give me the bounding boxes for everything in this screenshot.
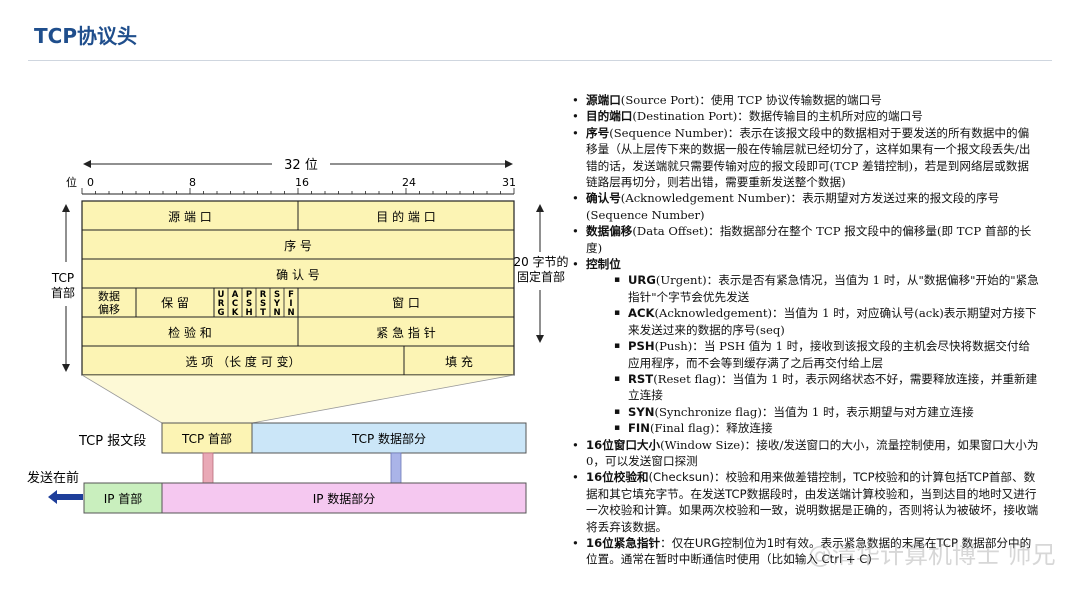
tcp-segment-header-box [161,422,253,454]
field-checksum: 检 验 和 [168,325,212,340]
field-source-port: 源 端 口 [168,210,212,224]
send-direction-arrow [48,490,83,504]
field-padding: 填 充 [445,354,473,369]
field-ack-number: 确 认 号 [276,268,320,282]
width-label: 32 位 [284,158,318,173]
tcp-segment-header-label: TCP 首部 [181,431,232,446]
flag-letter: R [218,299,225,309]
tcp-segment-data-label: TCP 数据部分 [351,431,426,446]
fixed-header-label-2: 固定首部 [517,269,565,284]
tcp-segment-data-box [251,422,527,454]
flag-dividers [227,288,285,317]
ip-header-label: IP 首部 [104,491,143,506]
flag-letter: S [246,299,252,309]
send-first-label: 发送在前 [27,470,79,486]
flag-letter: R [260,290,267,300]
tcp-header-diagram: 32 位 位 0 8 16 24 31 源 端 口 目 的 端 口 序 号 确 … [27,158,569,514]
note-destination-port: 目的端口(Destination Port)：数据传输目的主机所对应的端口号 [570,108,1040,125]
bit-tick-24: 24 [402,176,416,189]
flag-letter: H [245,308,252,318]
note-source-port: 源端口(Source Port)：使用 TCP 协议传输数据的端口号 [570,92,1040,109]
ip-data-label: IP 数据部分 [313,491,376,506]
note-flag-psh: PSH(Push)：当 PSH 值为 1 时，接收到该报文段的主机会尽快将数据交… [570,338,1040,371]
field-sequence-number: 序 号 [284,238,312,253]
flag-letter: U [218,290,225,300]
flag-letter: C [232,299,238,309]
field-destination-port: 目 的 端 口 [376,209,435,224]
note-control-bits: 控制位 [570,256,1040,273]
field-urgent-pointer: 紧 急 指 针 [376,325,435,340]
bit-label: 位 [66,175,77,189]
flag-letter: N [273,308,280,318]
bit-tick-8: 8 [189,176,196,189]
watermark: @清华计算机博士 师兄 [808,541,1056,569]
flag-letter: I [289,299,292,309]
fixed-header-label-1: 20 字节的 [513,254,568,269]
field-window: 窗 口 [392,296,420,310]
flag-letter: A [232,290,239,300]
note-checksum: 16位校验和(Checksun)：校验和用来做差错控制，TCP校验和的计算包括T… [570,469,1040,535]
bit-tick-0: 0 [87,176,94,189]
ip-header-box [83,482,163,514]
flag-letter: F [288,290,294,300]
flag-letter: P [246,290,252,300]
page-title: TCP协议头 [34,24,137,48]
note-data-offset: 数据偏移(Data Offset)：指数据部分在整个 TCP 报文段中的偏移量(… [570,223,1040,256]
flag-letter: S [274,290,280,300]
note-flag-fin: FIN(Final flag)：释放连接 [570,420,1040,437]
flag-letter: T [260,308,266,318]
field-data-offset-1: 数据 [98,289,120,303]
note-flag-ack: ACK(Acknowledgement)：当值为 1 时，对应确认号(ack)表… [570,305,1040,338]
field-descriptions: 源端口(Source Port)：使用 TCP 协议传输数据的端口号 目的端口(… [570,92,1040,568]
flag-letter: K [232,308,239,318]
note-ack-number: 确认号(Acknowledgement Number)：表示期望对方发送过来的报… [570,190,1040,223]
field-options: 选 项 （长 度 可 变） [185,354,300,369]
flag-letter: N [287,308,294,318]
note-sequence-number: 序号(Sequence Number)：表示在该报文段中的数据相对于要发送的所有… [570,125,1040,191]
note-window-size: 16位窗口大小(Window Size)：接收/发送窗口的大小，流量控制使用，如… [570,437,1040,470]
header-expand-funnel [82,375,514,423]
note-urgent-pointer: 16位紧急指针：仅在URG控制位为1时有效。表示紧急数据的末尾在TCP 数据部分… [570,535,1040,568]
bit-ruler-ticks [81,188,515,194]
field-data-offset-2: 偏移 [98,302,120,316]
flag-letter: S [260,299,266,309]
note-flag-urg: URG(Urgent)：表示是否有紧急情况，当值为 1 时，从"数据偏移"开始的… [570,272,1040,305]
bit-tick-16: 16 [295,176,309,189]
tcp-header-label-1: TCP [51,271,74,285]
tcp-header-label-2: 首部 [51,285,75,300]
flag-letter: G [218,308,225,318]
field-reserved: 保 留 [161,296,189,310]
note-flag-syn: SYN(Synchronize flag)：当值为 1 时，表示期望与对方建立连… [570,404,1040,421]
title-divider [28,60,1052,61]
ip-data-box [161,482,527,514]
note-flag-rst: RST(Reset flag)：当值为 1 时，表示网络状态不好，需要释放连接，… [570,371,1040,404]
bit-tick-31: 31 [502,176,516,189]
flag-letter: Y [273,299,281,309]
tcp-segment-label: TCP 报文段 [78,434,146,449]
